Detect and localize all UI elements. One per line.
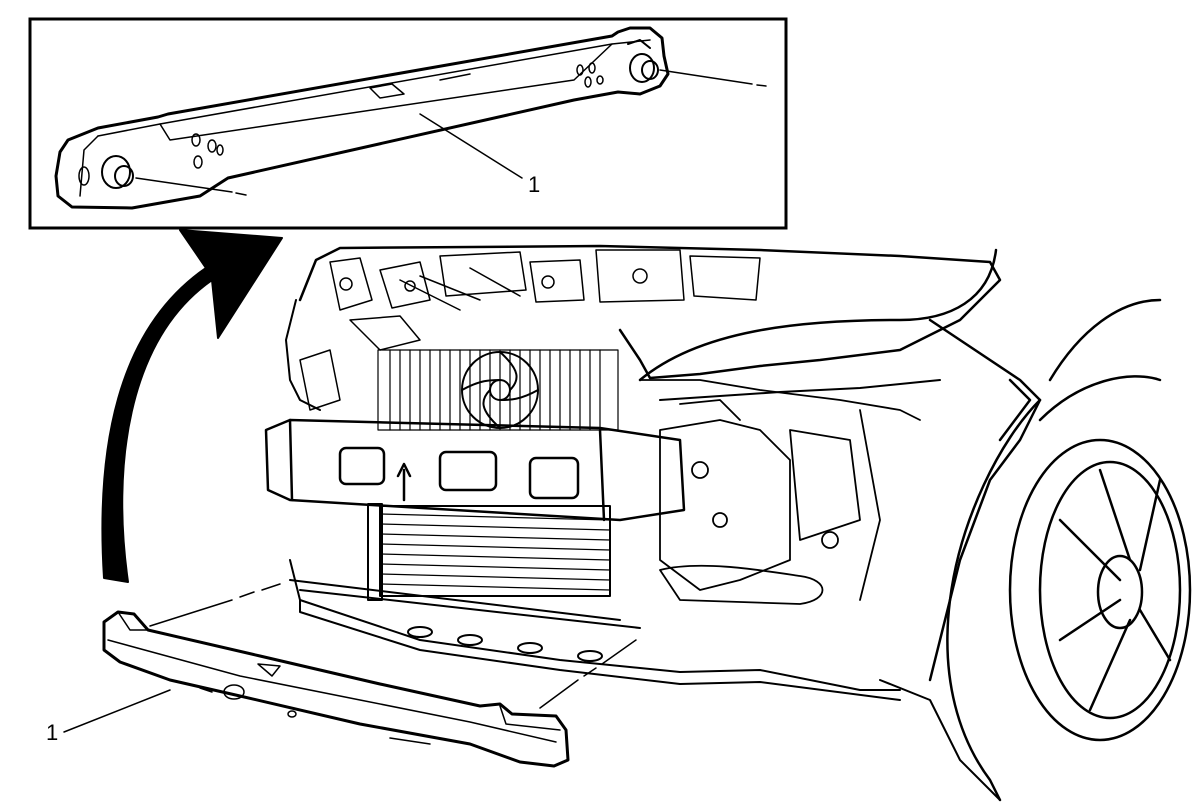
curved-arrow-icon (101, 229, 283, 583)
main-callout-leader (63, 689, 171, 733)
inset-frame (28, 17, 788, 230)
detail-inset: 1 (28, 17, 788, 230)
inset-callout-label: 1 (528, 172, 540, 197)
inset-left-alignment-line (135, 177, 247, 196)
bumper-impact-bar (102, 610, 570, 768)
main-right-alignment-line (539, 639, 637, 709)
main-callout-label: 1 (46, 720, 58, 745)
inset-bumper-beam (54, 26, 670, 210)
vehicle-front-end (264, 244, 1192, 802)
main-left-alignment-line (149, 583, 281, 627)
inset-right-alignment-line (659, 69, 767, 87)
front-wheel (946, 398, 1192, 802)
inset-callout-leader (419, 113, 523, 179)
